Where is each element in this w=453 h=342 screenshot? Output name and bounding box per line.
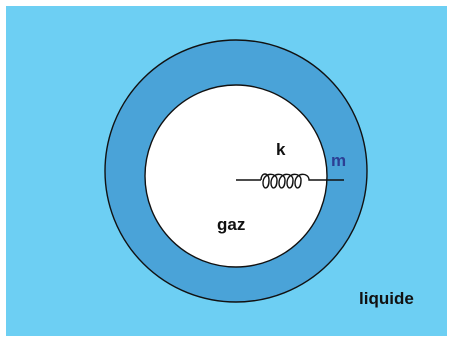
liquid-label: liquide: [359, 289, 414, 308]
mass-label: m: [331, 151, 346, 170]
gas-region: [144, 84, 328, 268]
spring-coil-icon: [260, 173, 311, 189]
spring-constant-label: k: [276, 140, 286, 159]
gas-label: gaz: [217, 215, 245, 234]
